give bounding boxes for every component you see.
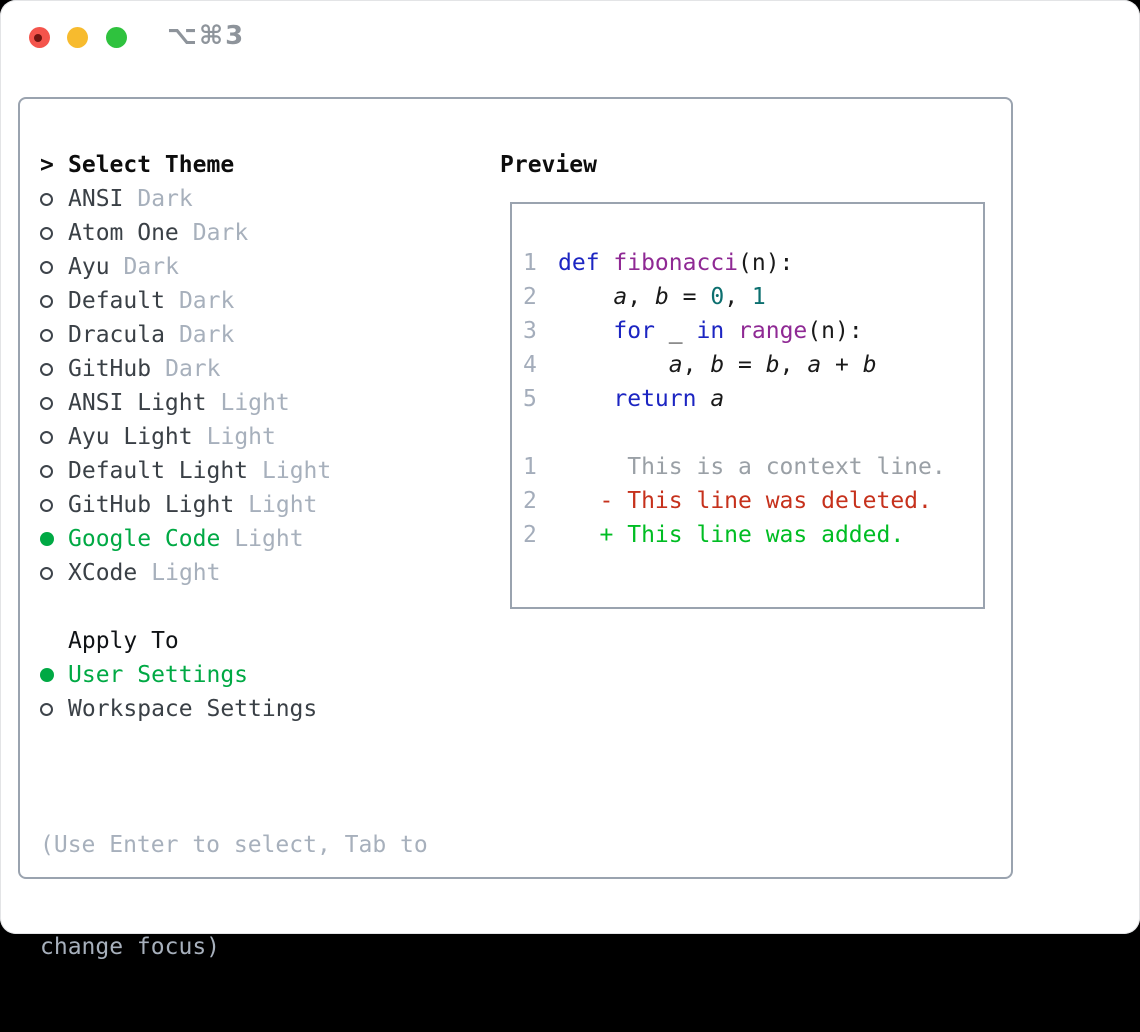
theme-option-github[interactable]: GitHub Dark: [40, 352, 428, 386]
close-dot-icon: [34, 33, 42, 42]
spacer: [40, 590, 428, 624]
code-line: 2 + This line was added.: [523, 518, 983, 552]
theme-name: GitHub: [68, 356, 152, 382]
theme-variant: Dark: [192, 220, 249, 246]
theme-name: Dracula: [68, 322, 165, 348]
radio-icon: [40, 362, 53, 376]
theme-variant: Light: [262, 458, 332, 484]
theme-variant: Light: [220, 390, 290, 416]
radio-icon: [40, 226, 53, 240]
code-line: 5 return a: [523, 382, 983, 416]
code-line: [523, 416, 983, 450]
help-text-line1: (Use Enter to select, Tab to: [40, 832, 428, 858]
apply-to-heading: Apply To: [40, 624, 428, 658]
radio-icon: [40, 396, 53, 410]
theme-option-github-light[interactable]: GitHub Light Light: [40, 488, 428, 522]
theme-option-xcode[interactable]: XCode Light: [40, 556, 428, 590]
zoom-button[interactable]: [106, 27, 127, 48]
code-line: 1 This is a context line.: [523, 450, 983, 484]
line-number: 1: [523, 454, 537, 480]
radio-icon: [40, 192, 53, 206]
theme-variant: Light: [234, 526, 304, 552]
theme-name: ANSI Light: [68, 390, 207, 416]
apply-to-heading-label: Apply To: [68, 628, 179, 654]
radio-icon: [40, 464, 53, 478]
radio-icon: [40, 702, 53, 716]
radio-icon: [40, 498, 53, 512]
theme-variant: Dark: [165, 356, 221, 382]
radio-icon: [40, 294, 53, 308]
theme-name: GitHub Light: [68, 492, 235, 518]
help-text-line2: change focus): [40, 934, 221, 960]
theme-name: Default Light: [68, 458, 249, 484]
line-number: 2: [523, 284, 537, 310]
theme-variant: Dark: [123, 254, 179, 280]
radio-selected-icon: [40, 532, 54, 546]
theme-option-ansi[interactable]: ANSI Dark: [40, 182, 428, 216]
theme-option-ayu-light[interactable]: Ayu Light Light: [40, 420, 428, 454]
theme-name: Ayu Light: [68, 424, 193, 450]
theme-name: Ayu: [68, 254, 110, 280]
theme-option-dracula[interactable]: Dracula Dark: [40, 318, 428, 352]
spacer: [40, 726, 428, 760]
select-theme-heading: > Select Theme: [40, 148, 428, 182]
theme-variant: Light: [206, 424, 276, 450]
line-number: 2: [523, 488, 537, 514]
apply-option-label: User Settings: [68, 662, 249, 688]
theme-variant: Dark: [178, 322, 235, 348]
code-line: 4 a, b = b, a + b: [523, 348, 983, 382]
apply-option-label: Workspace Settings: [68, 696, 318, 722]
line-number: 4: [523, 352, 537, 378]
apply-option-user-settings[interactable]: User Settings: [40, 658, 428, 692]
theme-variant: Light: [151, 560, 221, 586]
radio-icon: [40, 430, 53, 444]
code-line: 3 for _ in range(n):: [523, 314, 983, 348]
close-button[interactable]: [29, 27, 50, 48]
theme-name: XCode: [68, 560, 138, 586]
theme-option-default[interactable]: Default Dark: [40, 284, 428, 318]
minimize-button[interactable]: [67, 27, 88, 48]
line-number: 2: [523, 522, 537, 548]
theme-option-google-code[interactable]: Google Code Light: [40, 522, 428, 556]
code-line: 2 a, b = 0, 1: [523, 280, 983, 314]
radio-selected-icon: [40, 668, 54, 682]
theme-option-atom-one[interactable]: Atom One Dark: [40, 216, 428, 250]
radio-icon: [40, 260, 53, 274]
theme-variant: Dark: [137, 186, 193, 212]
theme-name: ANSI: [68, 186, 124, 212]
theme-option-default-light[interactable]: Default Light Light: [40, 454, 428, 488]
select-theme-heading-label: Select Theme: [68, 152, 235, 178]
radio-icon: [40, 566, 53, 580]
help-text: (Use Enter to select, Tab to change focu…: [40, 760, 428, 1032]
theme-name: Default: [68, 288, 165, 314]
code-line: 2 - This line was deleted.: [523, 484, 983, 518]
apply-option-workspace-settings[interactable]: Workspace Settings: [40, 692, 428, 726]
window-titlebar: ⌥⌘3: [0, 0, 1140, 76]
line-number: 3: [523, 318, 537, 344]
cursor-chevron-icon: >: [40, 152, 54, 178]
theme-option-ayu[interactable]: Ayu Dark: [40, 250, 428, 284]
preview-heading: Preview: [500, 152, 597, 178]
line-number: 1: [523, 250, 537, 276]
theme-option-ansi-light[interactable]: ANSI Light Light: [40, 386, 428, 420]
theme-variant: Dark: [178, 288, 235, 314]
theme-variant: Light: [248, 492, 318, 518]
theme-name: Google Code: [68, 526, 221, 552]
window-title: ⌥⌘3: [167, 21, 246, 51]
theme-name: Atom One: [68, 220, 179, 246]
line-number: 5: [523, 386, 537, 412]
radio-icon: [40, 328, 53, 342]
